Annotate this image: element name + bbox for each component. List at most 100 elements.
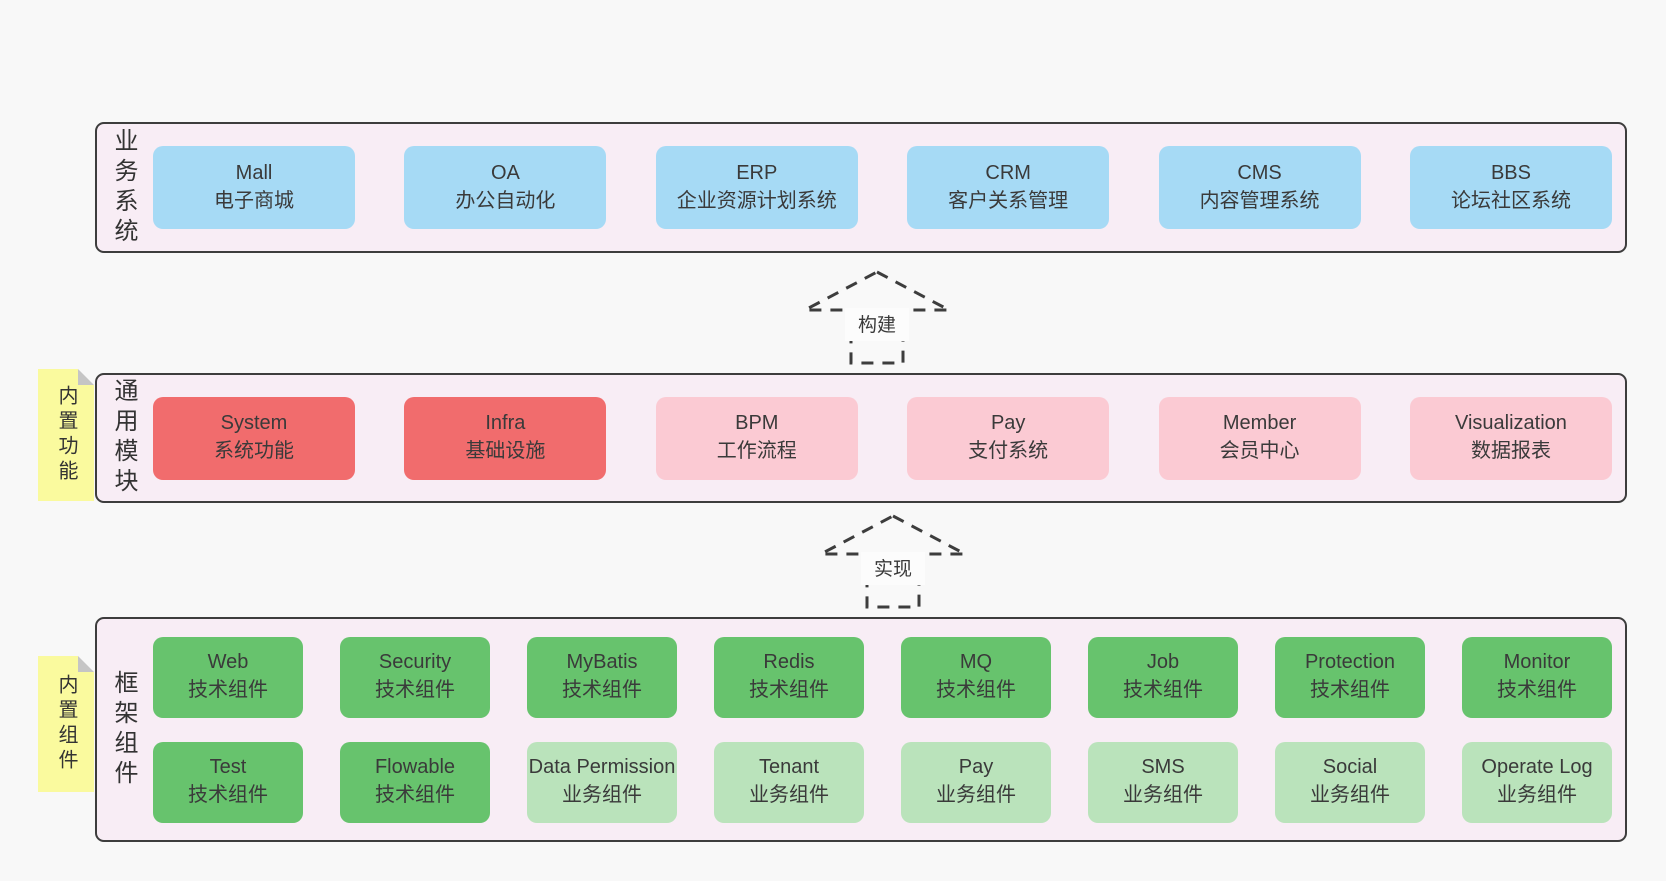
box-desc: 业务组件 — [749, 784, 829, 806]
box-desc: 技术组件 — [375, 679, 455, 701]
box-oa: OA 办公自动化 — [404, 146, 607, 229]
box-name: Operate Log — [1481, 756, 1593, 779]
box-desc: 系统功能 — [214, 440, 294, 462]
box-desc: 业务组件 — [1123, 784, 1203, 806]
box-desc: 业务组件 — [1497, 784, 1577, 806]
component-row-2: Test 技术组件 Flowable 技术组件 Data Permission … — [153, 741, 1612, 823]
box-desc: 业务组件 — [936, 784, 1016, 806]
box-desc: 内容管理系统 — [1199, 189, 1320, 212]
box-name: Member — [1222, 412, 1297, 435]
box-name: System — [220, 412, 288, 435]
box-desc: 技术组件 — [188, 784, 268, 806]
box-name: Monitor — [1503, 651, 1571, 674]
box-name: BBS — [1490, 161, 1531, 184]
box-desc: 基础设施 — [465, 440, 546, 462]
box-desc: 电子商城 — [214, 189, 294, 212]
box-desc: 技术组件 — [749, 679, 829, 701]
box-desc: 数据报表 — [1470, 440, 1551, 462]
box-name: Protection — [1304, 651, 1396, 674]
component-boxes-grid: Web 技术组件 Security 技术组件 MyBatis 技术组件 Redi… — [149, 619, 1625, 840]
box-bbs: BBS 论坛社区系统 — [1409, 146, 1612, 229]
box-name: Web — [207, 651, 249, 674]
box-name: MyBatis — [566, 651, 638, 674]
arrow-label-build: 构建 — [858, 314, 896, 336]
box-name: Visualization — [1454, 412, 1567, 435]
box-security: Security 技术组件 — [340, 636, 490, 718]
box-pay-component: Pay 业务组件 — [901, 741, 1051, 823]
box-name: Job — [1146, 651, 1180, 674]
box-cms: CMS 内容管理系统 — [1158, 146, 1361, 229]
module-boxes-row: System 系统功能 Infra 基础设施 BPM 工作流程 Pay 支付系统… — [149, 375, 1625, 501]
up-arrow-build: 构建 — [804, 270, 950, 365]
box-name: ERP — [736, 161, 778, 184]
box-desc: 技术组件 — [936, 679, 1016, 701]
box-system: System 系统功能 — [153, 396, 355, 480]
box-name: MQ — [959, 651, 993, 674]
arrow-label-bg — [861, 552, 925, 585]
box-name: Mall — [235, 161, 273, 184]
box-tenant: Tenant 业务组件 — [714, 741, 864, 823]
box-visualization: Visualization 数据报表 — [1409, 396, 1612, 480]
box-protection: Protection 技术组件 — [1275, 636, 1425, 718]
box-bpm: BPM 工作流程 — [655, 396, 858, 480]
box-name: Infra — [485, 412, 526, 435]
box-desc: 工作流程 — [716, 440, 797, 462]
box-desc: 企业资源计划系统 — [676, 189, 837, 212]
box-desc: 技术组件 — [1310, 679, 1390, 701]
box-desc: 论坛社区系统 — [1450, 189, 1571, 212]
box-pay-system: Pay 支付系统 — [907, 396, 1110, 480]
business-systems-layer: 业务系统 Mall 电子商城 OA 办公自动化 ERP 企业资源计划系统 CRM… — [95, 122, 1627, 253]
box-name: OA — [490, 161, 520, 184]
box-data-permission: Data Permission 业务组件 — [527, 741, 677, 823]
common-modules-layer: 通用模块 System 系统功能 Infra 基础设施 BPM 工作流程 Pay… — [95, 373, 1627, 503]
tag-built-in-features: 内置功能 — [38, 369, 94, 501]
box-desc: 技术组件 — [375, 784, 455, 806]
box-name: Tenant — [758, 756, 820, 779]
box-job: Job 技术组件 — [1088, 636, 1238, 718]
tag-built-in-components: 内置组件 — [38, 656, 94, 792]
box-name: CMS — [1237, 161, 1282, 184]
box-crm: CRM 客户关系管理 — [907, 146, 1110, 229]
arrow-label-bg — [845, 308, 909, 341]
layer-label-business: 业务系统 — [97, 124, 149, 251]
box-web: Web 技术组件 — [153, 636, 303, 718]
box-desc: 业务组件 — [1310, 784, 1390, 806]
box-name: Social — [1322, 756, 1378, 779]
box-infra: Infra 基础设施 — [404, 396, 607, 480]
box-desc: 技术组件 — [188, 679, 268, 701]
layer-label-modules-text: 通用模块 — [110, 378, 137, 498]
box-desc: 技术组件 — [1123, 679, 1203, 701]
up-arrow-implement: 实现 — [820, 514, 966, 609]
box-monitor: Monitor 技术组件 — [1462, 636, 1612, 718]
box-desc: 办公自动化 — [455, 189, 556, 212]
box-member: Member 会员中心 — [1158, 396, 1361, 480]
box-operate-log: Operate Log 业务组件 — [1462, 741, 1612, 823]
tag-built-in-components-text: 内置组件 — [55, 674, 77, 774]
business-boxes-row: Mall 电子商城 OA 办公自动化 ERP 企业资源计划系统 CRM 客户关系… — [149, 124, 1625, 251]
box-desc: 支付系统 — [968, 440, 1049, 462]
box-redis: Redis 技术组件 — [714, 636, 864, 718]
box-desc: 会员中心 — [1219, 440, 1300, 462]
box-name: Security — [378, 651, 452, 674]
box-mq: MQ 技术组件 — [901, 636, 1051, 718]
box-mybatis: MyBatis 技术组件 — [527, 636, 677, 718]
box-flowable: Flowable 技术组件 — [340, 741, 490, 823]
box-name: Pay — [990, 412, 1026, 435]
box-test: Test 技术组件 — [153, 741, 303, 823]
box-mall: Mall 电子商城 — [153, 146, 355, 229]
box-desc: 客户关系管理 — [948, 189, 1069, 212]
box-name: Redis — [763, 651, 815, 674]
layer-label-components-text: 框架组件 — [110, 669, 137, 790]
box-desc: 业务组件 — [562, 784, 642, 806]
layer-label-components: 框架组件 — [97, 619, 149, 840]
box-erp: ERP 企业资源计划系统 — [655, 146, 858, 229]
box-sms: SMS 业务组件 — [1088, 741, 1238, 823]
box-name: SMS — [1141, 756, 1185, 779]
box-desc: 技术组件 — [1497, 679, 1577, 701]
layer-label-modules: 通用模块 — [97, 375, 149, 501]
box-name: Data Permission — [528, 756, 676, 779]
box-name: BPM — [735, 412, 779, 435]
box-desc: 技术组件 — [562, 679, 642, 701]
framework-components-layer: 框架组件 Web 技术组件 Security 技术组件 MyBatis 技术组件… — [95, 617, 1627, 842]
